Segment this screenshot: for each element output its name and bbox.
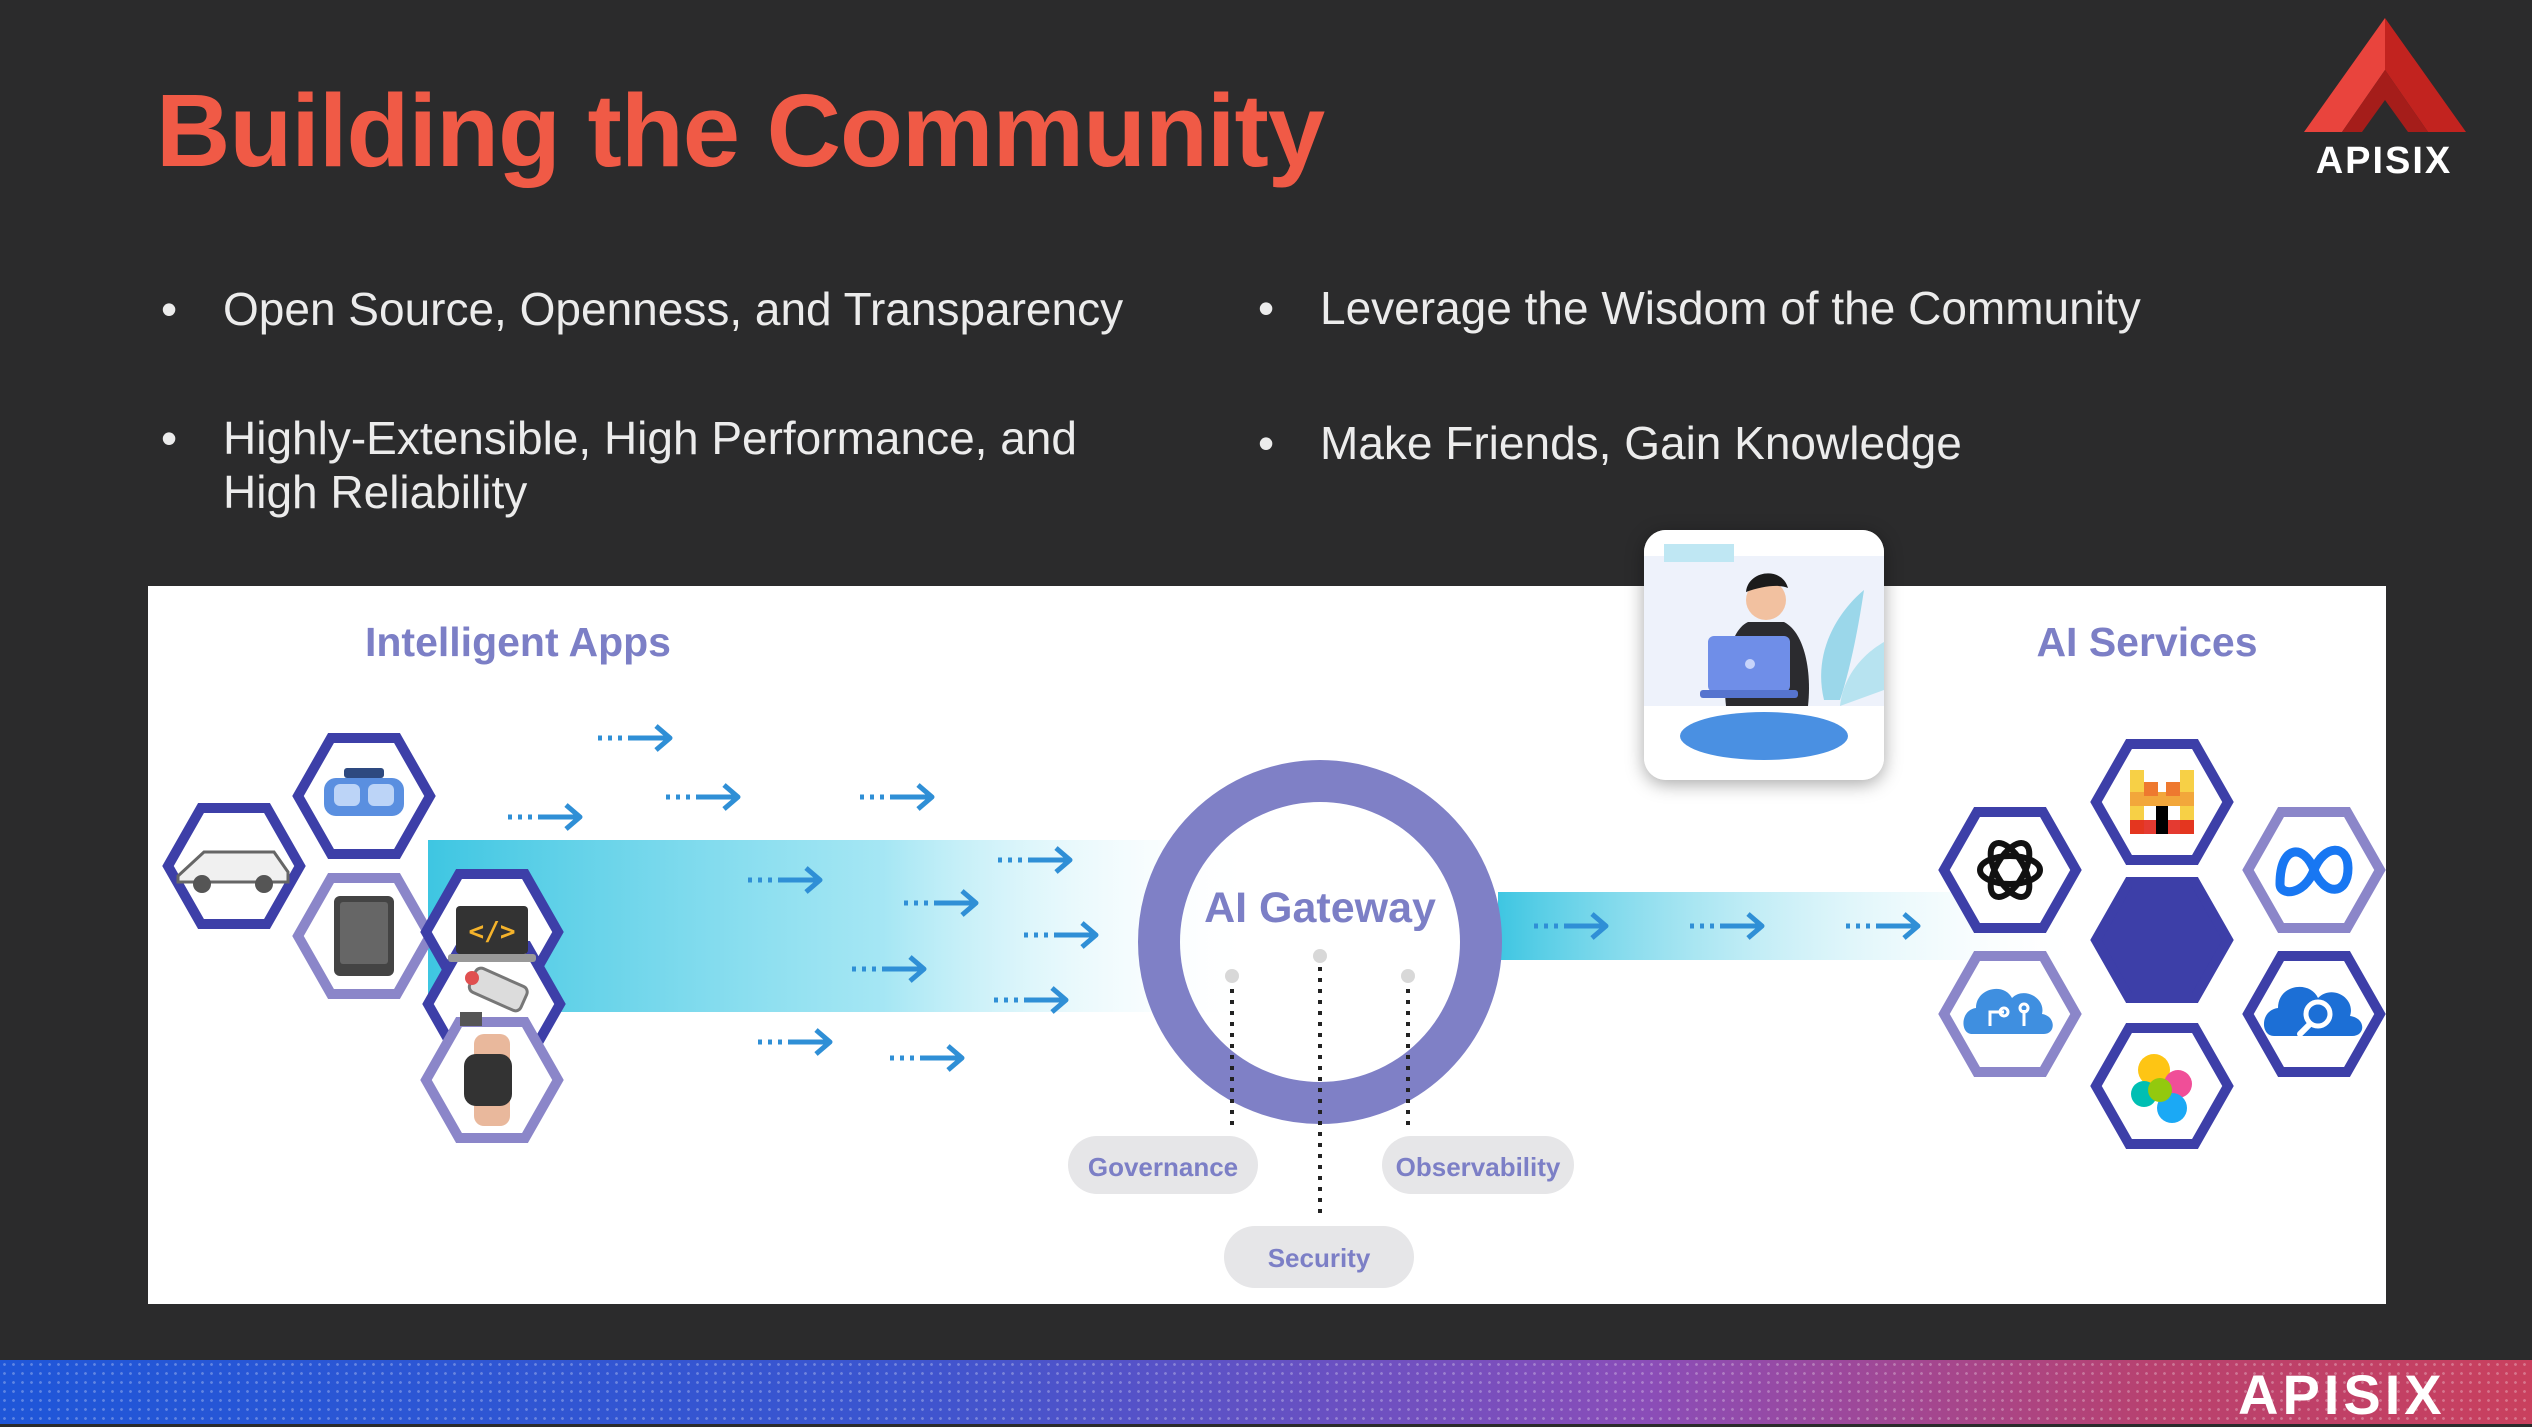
arrow	[508, 805, 580, 829]
bullet-text: Leverage the Wisdom of the Community	[1320, 282, 2141, 334]
capability-pill-governance: Governance	[1068, 1136, 1258, 1194]
capability-pill-observability: Observability	[1382, 1136, 1574, 1194]
hex-openai	[1938, 807, 2082, 933]
bullet-wisdom: • Leverage the Wisdom of the Community	[1258, 281, 2141, 335]
svg-text:</>: </>	[469, 917, 516, 947]
ai-services-label: AI Services	[2036, 619, 2257, 665]
bullet-text-continued: High Reliability	[223, 466, 528, 518]
left-flow-band	[428, 840, 1258, 1012]
diagram-canvas: Intelligent Apps AI Services	[162, 619, 2386, 1288]
observability-label: Observability	[1396, 1152, 1561, 1182]
bullet-open-source: • Open Source, Openness, and Transparenc…	[161, 282, 1124, 336]
bullet-extensible: • Highly-Extensible, High Performance, a…	[161, 411, 1077, 519]
security-label: Security	[1268, 1243, 1371, 1273]
camera-icon	[460, 966, 529, 1026]
footer-logo-word: APISIX	[2238, 1363, 2446, 1426]
footer-dot-pattern	[0, 1360, 2532, 1424]
connector-dot	[1313, 949, 1327, 963]
bullet-dot: •	[161, 412, 178, 464]
bullet-friends: • Make Friends, Gain Knowledge	[1258, 416, 1962, 470]
meta-icon	[2275, 845, 2353, 897]
openai-icon	[1977, 840, 2043, 900]
cloud-search-icon	[2263, 986, 2363, 1037]
ai-gateway-label: AI Gateway	[1204, 884, 1436, 932]
vr-headset-icon	[324, 768, 404, 816]
bullet-dot: •	[161, 283, 178, 335]
arrow	[598, 726, 670, 750]
diagram-panel: Intelligent Apps AI Services	[148, 586, 2386, 1304]
code-laptop-icon: </>	[448, 906, 536, 962]
tablet-icon	[334, 896, 394, 976]
connector-dot	[1225, 969, 1239, 983]
smartwatch-icon	[464, 1034, 512, 1126]
app-hex-cluster	[162, 733, 566, 1143]
bullet-dot: •	[1258, 282, 1275, 334]
arrow	[758, 1030, 830, 1054]
apisix-logo-icon	[2304, 18, 2466, 132]
capability-pill-security: Security	[1224, 1226, 1414, 1288]
footer-band	[0, 1360, 2532, 1424]
bullet-text: Make Friends, Gain Knowledge	[1320, 417, 1962, 469]
azure-ai-icon	[1963, 988, 2053, 1034]
elastic-icon	[2131, 1054, 2192, 1123]
person-laptop-icon	[1644, 530, 1884, 780]
bullet-text: Highly-Extensible, High Performance, and	[223, 412, 1077, 464]
arrow	[860, 785, 932, 809]
connector-dot	[1401, 969, 1415, 983]
slide-title: Building the Community	[156, 73, 1325, 188]
logo-word: APISIX	[2315, 140, 2453, 182]
bullet-text: Open Source, Openness, and Transparency	[223, 283, 1124, 335]
arrow	[890, 1046, 962, 1070]
bullet-dot: •	[1258, 417, 1275, 469]
car-icon	[176, 850, 290, 893]
governance-label: Governance	[1088, 1152, 1238, 1182]
developer-illustration	[1644, 530, 1884, 780]
hex-center	[2090, 877, 2234, 1003]
intelligent-apps-label: Intelligent Apps	[365, 619, 671, 665]
mistral-icon	[2130, 770, 2194, 834]
capability-connectors	[1230, 956, 1410, 1218]
arrow	[666, 785, 738, 809]
